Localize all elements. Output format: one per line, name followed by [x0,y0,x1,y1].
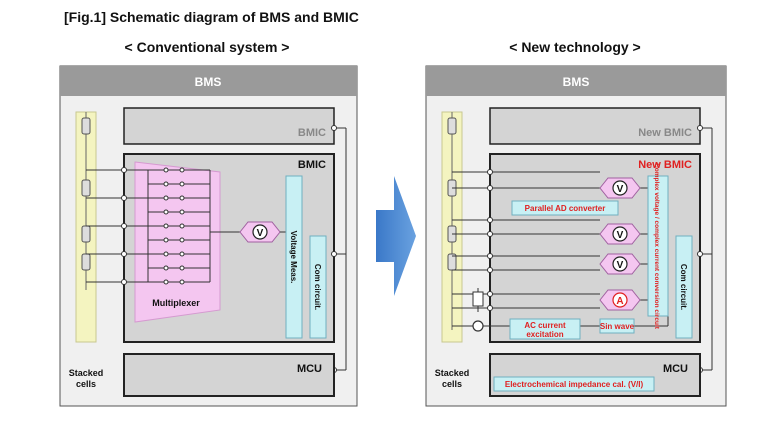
left-stacked-cells-label: Stacked [69,368,104,378]
left-bms-label: BMS [195,75,222,89]
left-mcu-block [123,353,335,397]
right-complex-conv-label: Complex voltage / complex current conver… [653,163,660,330]
right-parallel-ad-label: Parallel AD converter [525,204,606,213]
right-voltmeter-1: V [599,177,641,199]
right-bms-label: BMS [563,75,590,89]
left-multiplexer-label: Multiplexer [152,298,200,308]
right-voltmeter-2: V [599,223,641,245]
right-bmic-top [489,107,701,145]
left-bmic-main-label: BMIC [298,159,326,171]
right-com-circuit-block [675,235,693,339]
left-cell-wires [86,169,240,283]
current-source-icon [472,320,484,332]
left-bmic-top [123,107,335,145]
right-ammeter-symbol: A [616,296,623,307]
right-stacked-cells-label: cells [442,379,462,389]
left-stacked-cells-label: cells [76,379,96,389]
voltmeter-icon [612,256,628,272]
right-parallel-ad-block [511,200,619,216]
right-cell-wires [452,171,669,327]
right-impedance-label: Electrochemical impedance cal. (V/I) [505,380,644,389]
right-bms-header [426,66,726,96]
transition-arrow [376,176,416,296]
right-stacked-cells-label: Stacked [435,368,470,378]
left-bms-header [60,66,357,96]
voltmeter-icon [252,224,268,240]
left-voltage-meas-block [285,175,303,339]
right-voltmeter-symbol: V [617,260,624,271]
right-voltmeter-symbol: V [617,184,624,195]
right-com-circuit-label: Com circuit. [679,264,688,310]
figure-title: [Fig.1] Schematic diagram of BMS and BMI… [64,9,359,25]
ammeter-icon [612,292,628,308]
battery-cell-icon [81,179,91,197]
new-technology-panel: < New technology > BMS Stacked cells New… [425,39,727,407]
battery-cell-icon [447,117,457,135]
right-ac-current-block [509,318,581,340]
right-connector-nodes [487,169,493,311]
battery-cell-icon [81,225,91,243]
left-voltage-meas-label: Voltage Meas. [289,231,298,284]
voltmeter-icon [612,180,628,196]
right-impedance-block [493,376,655,392]
right-voltmeter-symbol: V [617,230,624,241]
right-bmic-top-label: New BMIC [638,127,692,139]
right-mcu-label: MCU [663,363,688,375]
right-panel-heading: < New technology > [509,39,640,55]
voltmeter-icon [612,226,628,242]
connector-node [697,125,703,131]
right-sin-wave-block [599,318,635,334]
connector-node [331,251,337,257]
left-mcu-label: MCU [297,363,322,375]
right-bmic-main-label: New BMIC [638,159,692,171]
right-ac-current-label: excitation [526,330,563,339]
conventional-system-panel: < Conventional system > BMS Stacked cell… [59,39,358,407]
connector-node [697,251,703,257]
right-complex-conv-block [647,175,669,317]
left-voltmeter-symbol: V [257,228,264,239]
connector-node [331,125,337,131]
left-com-circuit-block [309,235,327,339]
left-switch-nodes [121,167,185,285]
battery-cell-icon [81,117,91,135]
right-ammeter: A [599,289,641,311]
resistor-icon [472,291,484,307]
left-com-circuit-label: Com circuit. [313,264,322,310]
right-voltmeter-3: V [599,253,641,275]
battery-cell-icon [81,253,91,271]
right-sin-wave-label: Sin wave [600,322,635,331]
right-ac-current-label: AC current [524,321,566,330]
left-bmic-top-label: BMIC [298,127,326,139]
left-panel-heading: < Conventional system > [125,39,290,55]
